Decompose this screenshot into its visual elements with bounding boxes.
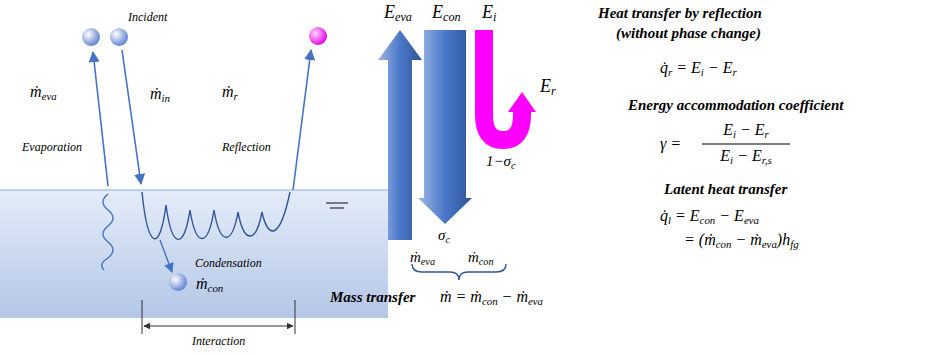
subscript: eva xyxy=(528,295,543,307)
bracket-line xyxy=(142,300,143,334)
subscript: i xyxy=(493,10,496,24)
subscript: r xyxy=(765,128,769,140)
flux-symbol: ṁcon xyxy=(468,248,494,268)
subscript: eva xyxy=(42,90,57,102)
evaporating-molecule xyxy=(82,28,100,46)
liquid-region xyxy=(0,190,388,318)
interaction-wave xyxy=(142,192,290,239)
subscript: r xyxy=(732,66,736,78)
process-label: Condensation xyxy=(195,256,262,270)
subscript: r xyxy=(234,90,238,102)
process-label: Incident xyxy=(128,10,167,24)
subscript: i xyxy=(733,128,736,140)
heading: Latent heat transfer xyxy=(664,180,787,198)
fraction-symbol: σc xyxy=(438,226,450,246)
flux-symbol: ṁr xyxy=(222,82,238,103)
subscript: con xyxy=(716,238,732,250)
bracket-line xyxy=(295,300,296,334)
flux-symbol: ṁcon xyxy=(196,274,223,295)
subscript: eva xyxy=(395,10,412,24)
subscript: eva xyxy=(421,256,435,267)
subscript: con xyxy=(443,10,461,24)
subscript: r xyxy=(551,84,556,98)
evaporation-wave xyxy=(102,194,113,270)
reflection-energy-head xyxy=(508,92,536,112)
fraction-symbol: 1−σc xyxy=(486,152,516,172)
heading: (without phase change) xyxy=(616,24,761,42)
heading: Mass transfer xyxy=(330,288,415,306)
process-label: Reflection xyxy=(222,140,271,154)
subscript: l xyxy=(668,214,671,226)
energy-symbol: Er xyxy=(540,76,556,99)
energy-symbol: Ei xyxy=(482,2,496,25)
liquid-surface xyxy=(0,190,388,191)
heading: Heat transfer by reflection xyxy=(598,4,762,22)
incident-molecule xyxy=(110,28,128,46)
energy-symbol: Eeva xyxy=(384,2,412,25)
subscript: c xyxy=(445,234,450,245)
condensation-arrow xyxy=(160,240,172,272)
subscript: i xyxy=(701,66,704,78)
subscript: in xyxy=(162,92,170,104)
condensation-energy-arrow xyxy=(418,30,472,224)
energy-symbol: Econ xyxy=(432,2,461,25)
subscript: con xyxy=(479,256,494,267)
process-label: Interaction xyxy=(192,334,245,348)
flux-symbol: ṁeva xyxy=(30,82,57,103)
flux-symbol: ṁin xyxy=(150,84,170,105)
water-level-symbol xyxy=(330,207,344,208)
heading: Energy accommodation coefficient xyxy=(628,96,844,114)
incident-arrow xyxy=(122,50,141,184)
equation: q̇r = Ei − Er xyxy=(660,58,737,79)
reflection-energy-arrow xyxy=(484,30,522,140)
subscript: con xyxy=(208,282,224,294)
equation-numerator: Ei − Er xyxy=(723,120,769,141)
subscript: fg xyxy=(790,238,798,250)
subscript: con xyxy=(700,214,716,226)
subscript: i xyxy=(730,154,733,166)
condensed-molecule xyxy=(169,273,187,291)
subscript: c xyxy=(511,160,516,171)
subscript: eva xyxy=(762,238,777,250)
reflected-molecule xyxy=(309,27,327,45)
evaporation-arrow xyxy=(93,52,108,186)
subscript: eva xyxy=(744,214,759,226)
subscript: r,s xyxy=(762,154,772,166)
evaporation-energy-arrow xyxy=(378,30,422,240)
equation: ṁ = ṁcon − ṁeva xyxy=(440,287,543,308)
equation: q̇l = Econ − Eeva xyxy=(660,206,759,227)
equation-denominator: Ei − Er,s xyxy=(720,146,771,167)
equation: γ = xyxy=(660,134,681,153)
reflection-arrow xyxy=(293,50,311,190)
equation: = (ṁcon − ṁeva)hfg xyxy=(684,230,799,251)
subscript: r xyxy=(668,66,672,78)
interaction-arrow xyxy=(144,325,293,326)
flux-symbol: ṁeva xyxy=(410,248,435,268)
fraction-bar xyxy=(702,143,790,144)
subscript: con xyxy=(482,295,498,307)
process-label: Evaporation xyxy=(22,140,82,154)
water-level-symbol xyxy=(326,202,348,203)
